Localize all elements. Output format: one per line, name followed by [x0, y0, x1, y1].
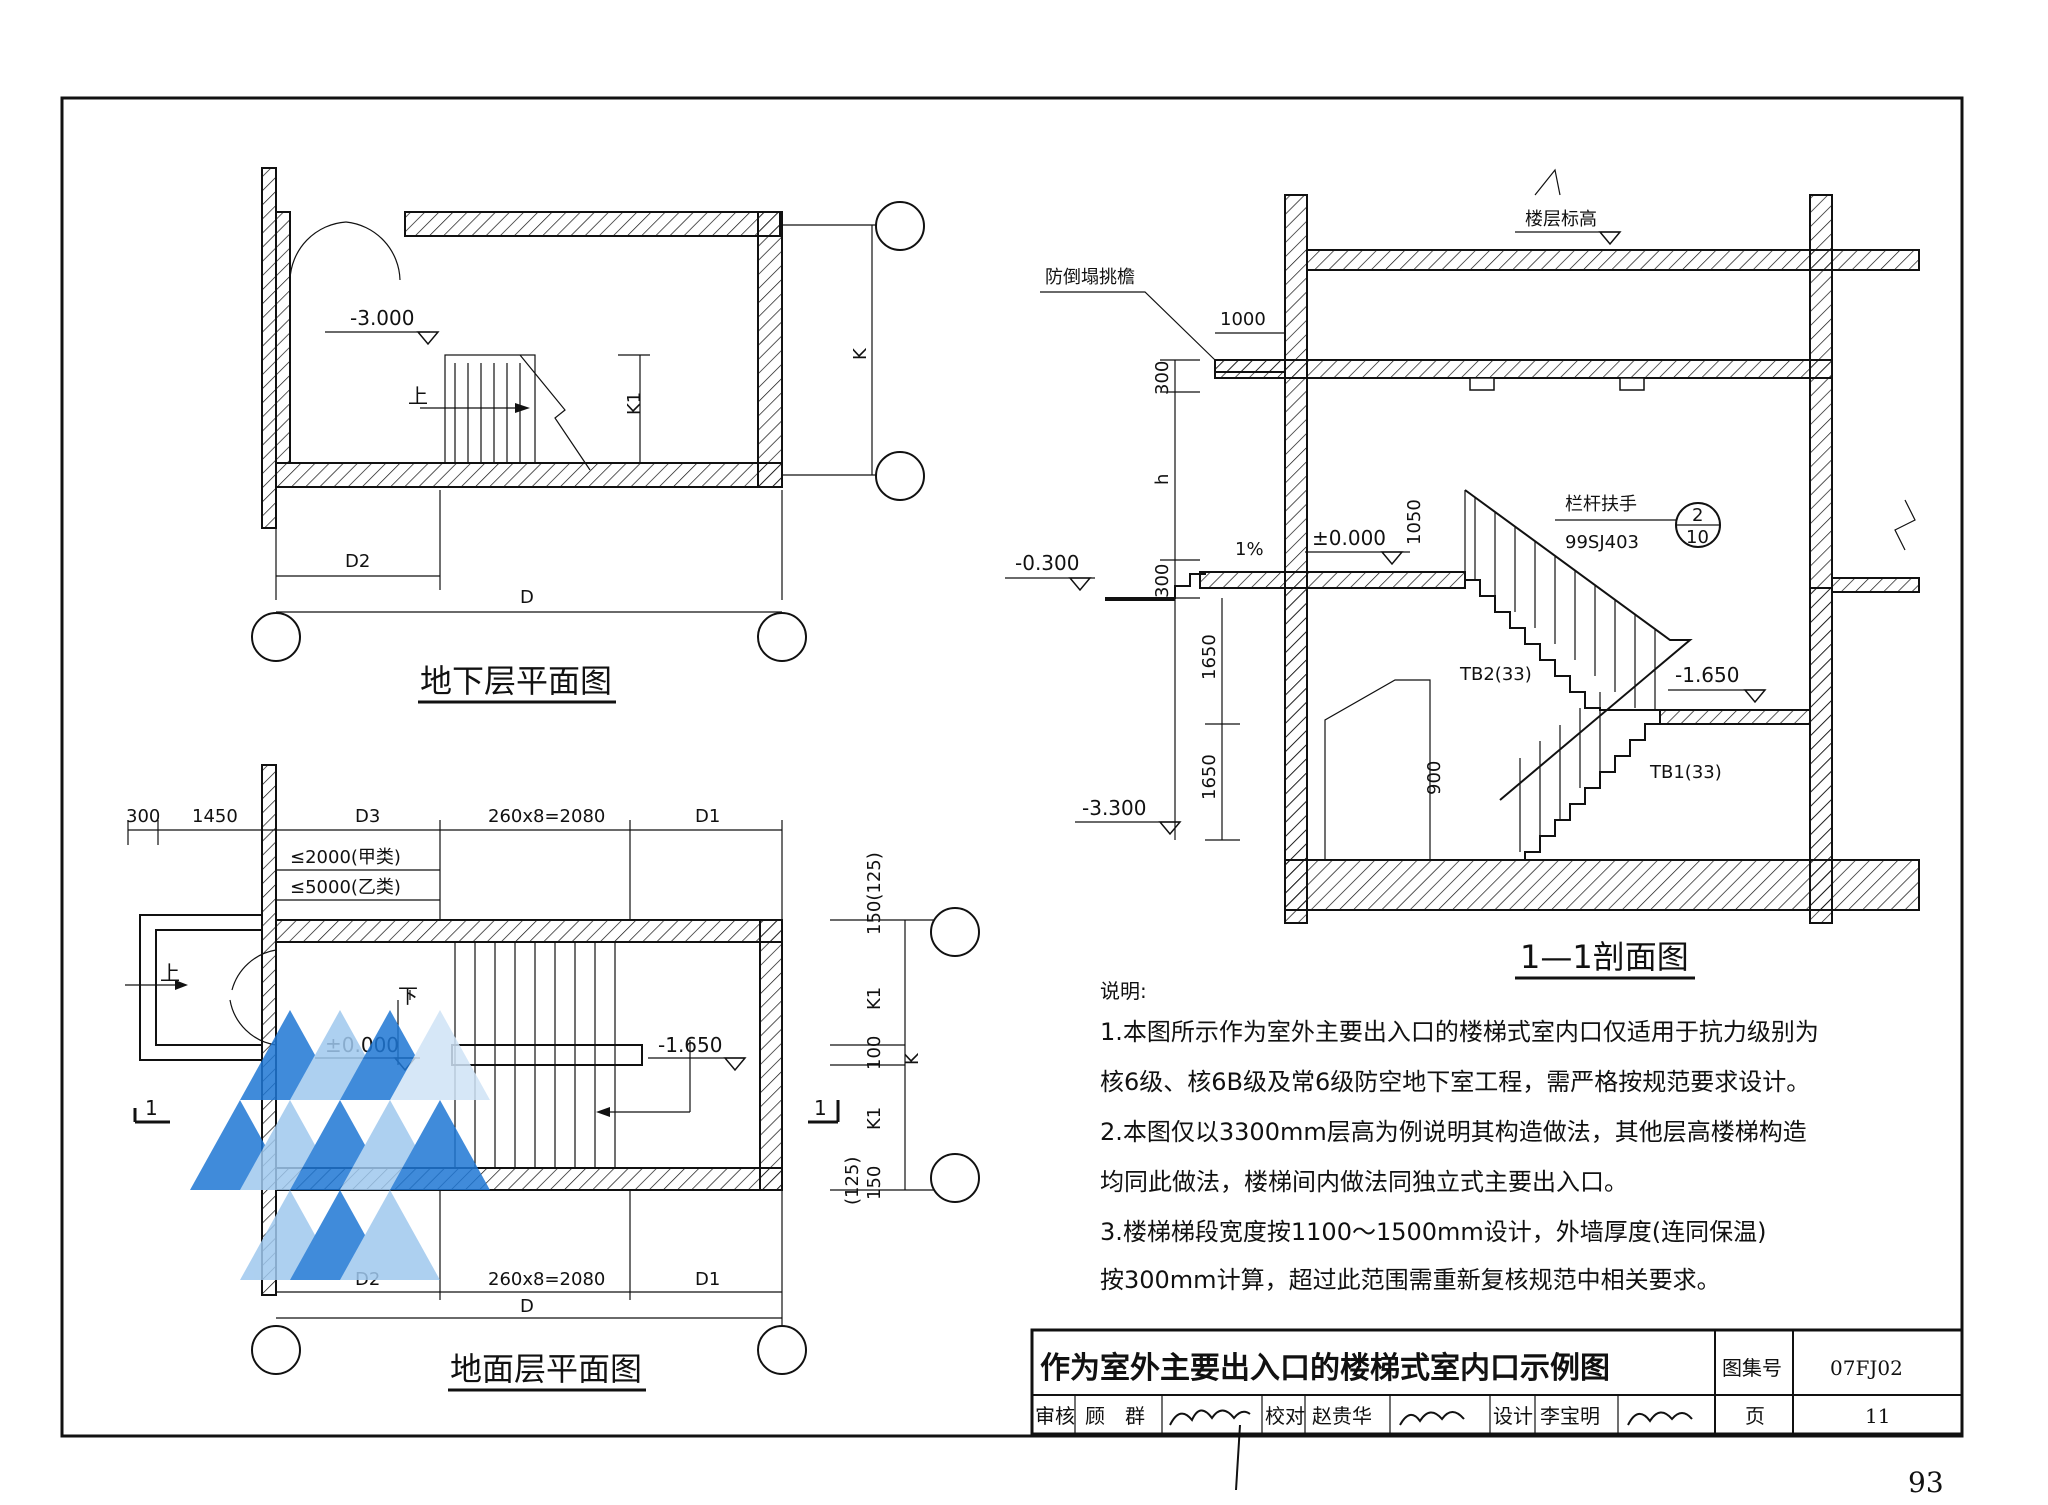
- basement-up-label: 上: [408, 384, 428, 408]
- dim-1050: 1050: [1404, 499, 1425, 545]
- ground-side-dim-100: 100: [864, 1036, 885, 1070]
- dim-1650-upper: 1650: [1199, 634, 1220, 680]
- basement-plan: -3.000 上 K1 K D2 D 地下层平面图: [251, 167, 925, 704]
- basement-d2: D2: [345, 551, 370, 572]
- note-line-2: 核6级、核6B级及常6级防空地下室工程，需严格按规范要求设计。: [1100, 1068, 1810, 1096]
- note-line-3: 2.本图仅以3300mm层高为例说明其构造做法，其他层高楼梯构造: [1100, 1118, 1807, 1146]
- detail-num: 2: [1692, 505, 1703, 526]
- atlas-label: 图集号: [1722, 1356, 1782, 1380]
- dim-300-lower: 300: [1152, 564, 1173, 598]
- grid-bubble: [875, 201, 925, 251]
- ground-up-label: 上: [160, 961, 180, 985]
- ground-side-dim-125: (125): [842, 1157, 863, 1205]
- stair-flight-tb1: [1524, 723, 1660, 860]
- title-block-title: 作为室外主要出入口的楼梯式室内口示例图: [1040, 1351, 1610, 1386]
- sheet-page-number: 93: [1908, 1466, 1944, 1499]
- dim-h: h: [1152, 474, 1173, 485]
- level-bottom: -3.300: [1082, 796, 1146, 820]
- page-label: 页: [1745, 1404, 1765, 1428]
- ground-down-label: 下: [398, 984, 418, 1008]
- railing-label: 栏杆扶手: [1565, 494, 1637, 515]
- ground-plan-title: 地面层平面图: [450, 1350, 642, 1388]
- ground-side-dim-k1b: K1: [864, 1107, 885, 1130]
- checker: 赵贵华: [1312, 1404, 1372, 1428]
- level-zero: ±0.000: [1312, 526, 1386, 550]
- canopy-dim: 1000: [1220, 309, 1266, 330]
- grid-bubble: [757, 1325, 807, 1375]
- stair-flight-tb2: [1465, 579, 1660, 711]
- grid-bubble: [875, 451, 925, 501]
- canopy-label: 防倒塌挑檐: [1045, 267, 1135, 288]
- designer: 李宝明: [1540, 1404, 1600, 1428]
- reviewer-signature: [1169, 1409, 1251, 1426]
- level-landing: -1.650: [1675, 663, 1739, 687]
- note-line-4: 均同此做法，楼梯间内做法同独立式主要出入口。: [1100, 1168, 1628, 1196]
- watermark-logo: [190, 1010, 490, 1280]
- flight-tb2: TB2(33): [1459, 664, 1532, 685]
- basement-k: K: [850, 347, 871, 360]
- ground-top-dim-1450: 1450: [192, 806, 238, 827]
- grid-bubble: [757, 612, 807, 662]
- notes-heading: 说明:: [1100, 979, 1147, 1003]
- flight-tb1: TB1(33): [1649, 762, 1722, 783]
- ground-side-dim-150: 150: [864, 1166, 885, 1200]
- detail-sheet: 10: [1686, 527, 1709, 548]
- section-1-1: 楼层标高 防倒塌挑檐 1000 300 h 1050 300 1650 1650…: [1005, 168, 1920, 980]
- basement-plan-title: 地下层平面图: [420, 662, 612, 700]
- page-no: 11: [1865, 1404, 1890, 1428]
- ground-top-dim-300: 300: [126, 806, 160, 827]
- ground-side-dim-top: 150(125): [864, 852, 885, 935]
- dim-1650-lower: 1650: [1199, 754, 1220, 800]
- floor-level-label: 楼层标高: [1525, 209, 1597, 230]
- ground-limit-b: ≤5000(乙类): [290, 877, 401, 898]
- ground-limit-a: ≤2000(甲类): [290, 847, 401, 868]
- atlas-no: 07FJ02: [1830, 1356, 1903, 1380]
- basement-k1: K1: [624, 392, 645, 415]
- review-label: 审核: [1035, 1404, 1075, 1428]
- ground-bottom-dim-d: D: [520, 1296, 534, 1317]
- basement-level: -3.000: [350, 306, 414, 330]
- grid-bubble: [251, 1325, 301, 1375]
- slope-label: 1%: [1235, 539, 1264, 560]
- grid-bubble: [930, 907, 980, 957]
- basement-stair: [420, 354, 591, 471]
- ground-bottom-dim-treads: 260x8=2080: [488, 1269, 605, 1290]
- ground-side-dim-k1a: K1: [864, 987, 885, 1010]
- ground-top-dim-treads: 260x8=2080: [488, 806, 605, 827]
- check-label: 校对: [1265, 1404, 1305, 1428]
- basement-d: D: [520, 587, 534, 608]
- designer-signature: [1627, 1411, 1693, 1426]
- ground-top-dim-d3: D3: [355, 806, 380, 827]
- grid-bubble: [930, 1153, 980, 1203]
- sheet-border: [60, 96, 1964, 1438]
- ground-top-dim-d1: D1: [695, 806, 720, 827]
- section-title: 1—1剖面图: [1520, 938, 1689, 976]
- note-line-5: 3.楼梯梯段宽度按1100～1500mm设计，外墙厚度(连同保温): [1100, 1218, 1767, 1246]
- note-line-6: 按300mm计算，超过此范围需重新复核规范中相关要求。: [1100, 1266, 1721, 1294]
- note-line-1: 1.本图所示作为室外主要出入口的楼梯式室内口仅适用于抗力级别为: [1100, 1018, 1819, 1046]
- checker-signature: [1399, 1411, 1465, 1426]
- section-mark-right: 1: [814, 1096, 827, 1120]
- notes: 说明: 1.本图所示作为室外主要出入口的楼梯式室内口仅适用于抗力级别为 核6级、…: [1100, 979, 1819, 1294]
- section-mark-left: 1: [145, 1096, 158, 1120]
- design-label: 设计: [1493, 1404, 1533, 1428]
- ground-bottom-dim-d1: D1: [695, 1269, 720, 1290]
- reviewer: 顾 群: [1085, 1404, 1145, 1428]
- title-block: 作为室外主要出入口的楼梯式室内口示例图 图集号 07FJ02 审核 顾 群 校对…: [1030, 1328, 1964, 1491]
- ground-side-dim-k: K: [902, 1052, 923, 1065]
- dim-300-upper: 300: [1152, 361, 1173, 395]
- grid-bubble: [251, 612, 301, 662]
- dim-900: 900: [1424, 761, 1445, 795]
- ground-level-landing: -1.650: [658, 1033, 722, 1057]
- level-outside: -0.300: [1015, 551, 1079, 575]
- railing-ref: 99SJ403: [1565, 532, 1639, 553]
